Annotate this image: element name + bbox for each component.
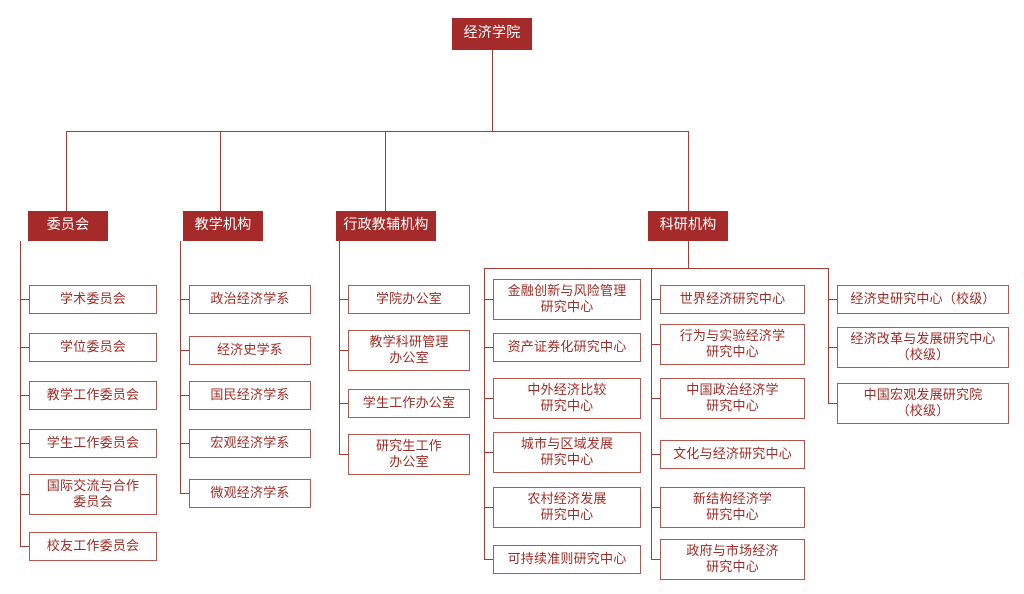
stub-committees-5 [20,546,29,547]
node-teaching-child-2[interactable]: 国民经济学系 [189,381,311,410]
connector-research-stem [688,241,689,268]
stub-research-c2-3 [651,454,660,455]
connector-root-bus [66,131,689,132]
node-committees-child-0[interactable]: 学术委员会 [29,285,157,314]
node-research-c1-child-0[interactable]: 金融创新与风险管理 研究中心 [493,279,641,320]
node-teaching-child-1[interactable]: 经济史学系 [189,336,311,365]
stub-research-c1-2 [484,398,493,399]
stub-research-c3-2 [828,403,837,404]
node-research-c1-child-3[interactable]: 城市与区域发展 研究中心 [493,432,641,473]
node-root[interactable]: 经济学院 [452,18,532,50]
rail-research-col-2 [651,268,652,559]
node-committees-child-2[interactable]: 教学工作委员会 [29,381,157,410]
node-research-c2-child-0[interactable]: 世界经济研究中心 [660,285,805,314]
node-committees[interactable]: 委员会 [28,211,108,241]
node-research-c1-child-2[interactable]: 中外经济比较 研究中心 [493,378,641,419]
node-research-c3-child-1[interactable]: 经济改革与发展研究中心 （校级） [837,327,1009,368]
stub-administration-3 [339,454,348,455]
stub-committees-2 [20,395,29,396]
connector-drop-administration [385,131,386,211]
node-administration-child-1[interactable]: 教学科研管理 办公室 [348,330,470,371]
stub-research-c1-1 [484,347,493,348]
stub-administration-1 [339,350,348,351]
stub-teaching-1 [180,350,189,351]
stub-research-c1-0 [484,299,493,300]
rail-research-col-1 [484,268,485,559]
stub-research-c2-1 [651,344,660,345]
node-research-c2-child-2[interactable]: 中国政治经济学 研究中心 [660,378,805,419]
stub-research-c1-3 [484,452,493,453]
stub-research-c3-0 [828,299,837,300]
rail-research-col-3 [828,268,829,403]
stub-committees-1 [20,347,29,348]
connector-drop-committees [66,131,67,211]
stub-administration-0 [339,299,348,300]
connector-drop-research [688,131,689,211]
rail-administration [339,241,340,454]
node-research[interactable]: 科研机构 [648,211,728,241]
node-committees-child-3[interactable]: 学生工作委员会 [29,429,157,458]
node-administration[interactable]: 行政教辅机构 [336,211,436,241]
connector-root-stem [492,50,493,131]
node-research-c1-child-1[interactable]: 资产证券化研究中心 [493,333,641,362]
stub-administration-2 [339,403,348,404]
stub-teaching-0 [180,299,189,300]
node-research-c1-child-4[interactable]: 农村经济发展 研究中心 [493,487,641,528]
stub-research-c2-4 [651,507,660,508]
node-teaching-child-4[interactable]: 微观经济学系 [189,479,311,508]
stub-research-c2-2 [651,398,660,399]
node-committees-child-1[interactable]: 学位委员会 [29,333,157,362]
node-research-c2-child-1[interactable]: 行为与实验经济学 研究中心 [660,324,805,365]
rail-committees [20,241,21,546]
node-research-c1-child-5[interactable]: 可持续准则研究中心 [493,545,641,574]
node-research-c2-child-5[interactable]: 政府与市场经济 研究中心 [660,539,805,580]
stub-research-c2-0 [651,299,660,300]
node-administration-child-2[interactable]: 学生工作办公室 [348,389,470,418]
stub-committees-3 [20,443,29,444]
stub-teaching-4 [180,493,189,494]
node-administration-child-0[interactable]: 学院办公室 [348,285,470,314]
node-administration-child-3[interactable]: 研究生工作 办公室 [348,434,470,475]
stub-research-c2-5 [651,559,660,560]
stub-committees-4 [20,494,29,495]
stub-research-c1-4 [484,507,493,508]
stub-committees-0 [20,299,29,300]
node-committees-child-4[interactable]: 国际交流与合作 委员会 [29,474,157,515]
node-committees-child-5[interactable]: 校友工作委员会 [29,532,157,561]
node-teaching-child-3[interactable]: 宏观经济学系 [189,429,311,458]
stub-teaching-3 [180,443,189,444]
node-teaching[interactable]: 教学机构 [183,211,263,241]
stub-research-c3-1 [828,347,837,348]
rail-teaching [180,241,181,493]
node-research-c2-child-3[interactable]: 文化与经济研究中心 [660,440,805,469]
node-research-c3-child-2[interactable]: 中国宏观发展研究院 （校级） [837,383,1009,424]
node-research-c3-child-0[interactable]: 经济史研究中心（校级） [837,285,1009,314]
stub-research-c1-5 [484,559,493,560]
stub-teaching-2 [180,395,189,396]
node-research-c2-child-4[interactable]: 新结构经济学 研究中心 [660,487,805,528]
node-teaching-child-0[interactable]: 政治经济学系 [189,285,311,314]
connector-research-bus [484,268,829,269]
connector-drop-teaching [220,131,221,211]
